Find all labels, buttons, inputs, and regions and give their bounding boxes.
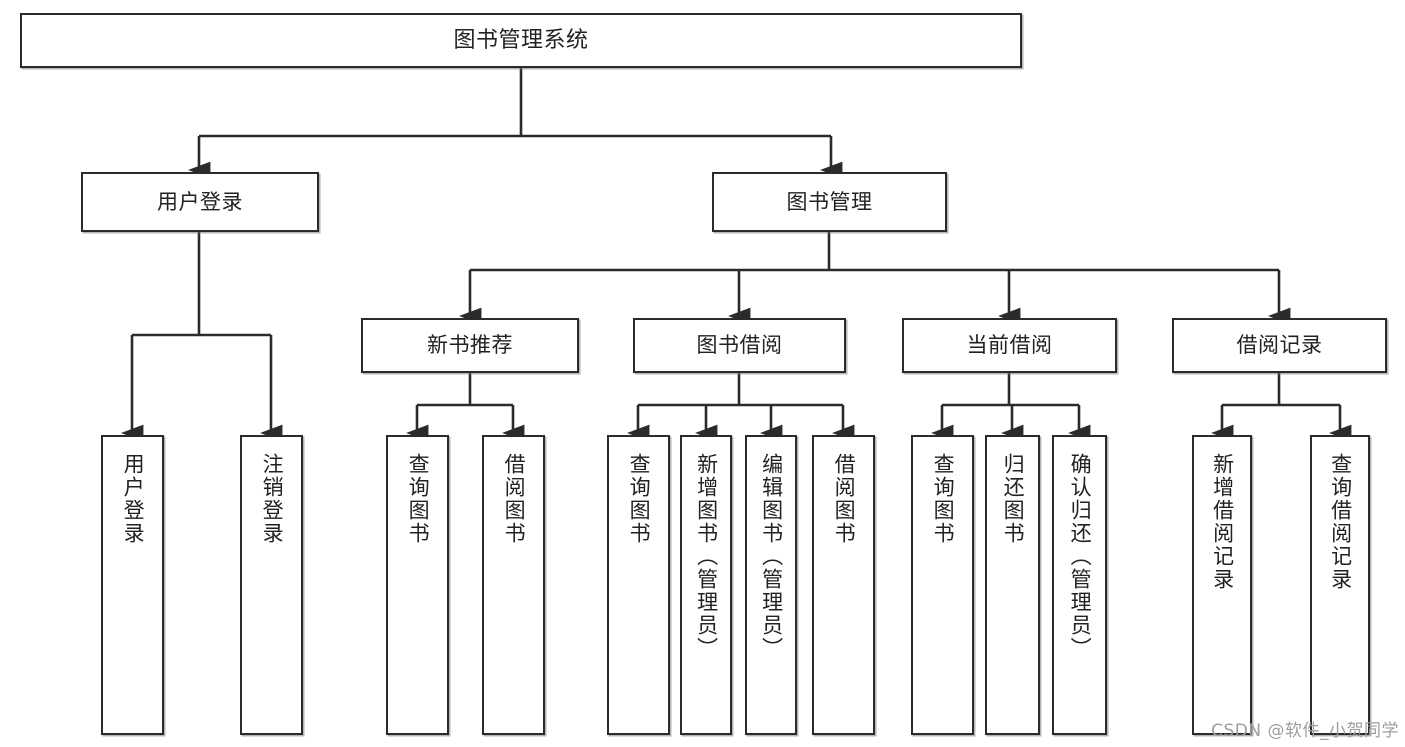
node-leaf-edit-book[interactable]: 编辑图书（管理员） bbox=[745, 435, 797, 735]
node-label: 图书借阅 bbox=[696, 333, 783, 358]
node-current-borrow[interactable]: 当前借阅 bbox=[902, 318, 1117, 373]
node-label: 图书管理系统 bbox=[453, 27, 589, 53]
node-label: 借阅图书 bbox=[832, 453, 857, 545]
node-label: 查询图书 bbox=[406, 453, 431, 545]
node-label: 当前借阅 bbox=[966, 333, 1053, 358]
node-label: 借阅图书 bbox=[502, 453, 527, 545]
node-root[interactable]: 图书管理系统 bbox=[20, 13, 1022, 68]
node-label: 新书推荐 bbox=[427, 333, 513, 358]
node-book-manage[interactable]: 图书管理 bbox=[712, 172, 947, 232]
node-book-borrow[interactable]: 图书借阅 bbox=[633, 318, 846, 373]
node-leaf-return-book[interactable]: 归还图书 bbox=[985, 435, 1040, 735]
node-label: 图书管理 bbox=[786, 189, 873, 214]
node-leaf-user-login[interactable]: 用户登录 bbox=[101, 435, 164, 735]
node-leaf-add-book[interactable]: 新增图书（管理员） bbox=[680, 435, 732, 735]
node-label: 新增图书（管理员） bbox=[694, 453, 719, 660]
node-label: 用户登录 bbox=[121, 453, 146, 545]
node-leaf-borrow-book-a[interactable]: 借阅图书 bbox=[482, 435, 545, 735]
node-label: 确认归还（管理员） bbox=[1068, 453, 1093, 660]
node-label: 查询借阅记录 bbox=[1328, 453, 1353, 591]
node-new-book-recommend[interactable]: 新书推荐 bbox=[361, 318, 579, 373]
node-label: 查询图书 bbox=[627, 453, 652, 545]
node-leaf-user-logout[interactable]: 注销登录 bbox=[240, 435, 303, 735]
watermark-text: CSDN @软件_小贺同学 bbox=[1211, 721, 1399, 741]
node-user-login[interactable]: 用户登录 bbox=[81, 172, 319, 232]
node-leaf-query-record[interactable]: 查询借阅记录 bbox=[1310, 435, 1370, 735]
node-leaf-add-record[interactable]: 新增借阅记录 bbox=[1192, 435, 1252, 735]
node-leaf-query-book-b[interactable]: 查询图书 bbox=[607, 435, 670, 735]
node-leaf-query-book-c[interactable]: 查询图书 bbox=[911, 435, 974, 735]
node-label: 归还图书 bbox=[1001, 453, 1026, 545]
node-leaf-confirm-return[interactable]: 确认归还（管理员） bbox=[1052, 435, 1107, 735]
node-label: 注销登录 bbox=[260, 453, 285, 545]
node-label: 用户登录 bbox=[157, 189, 243, 214]
node-leaf-query-book-a[interactable]: 查询图书 bbox=[386, 435, 449, 735]
node-label: 借阅记录 bbox=[1236, 333, 1323, 358]
node-label: 查询图书 bbox=[931, 453, 956, 545]
node-borrow-record[interactable]: 借阅记录 bbox=[1172, 318, 1387, 373]
node-label: 新增借阅记录 bbox=[1210, 453, 1235, 591]
node-leaf-borrow-book-b[interactable]: 借阅图书 bbox=[812, 435, 875, 735]
node-label: 编辑图书（管理员） bbox=[759, 453, 784, 660]
